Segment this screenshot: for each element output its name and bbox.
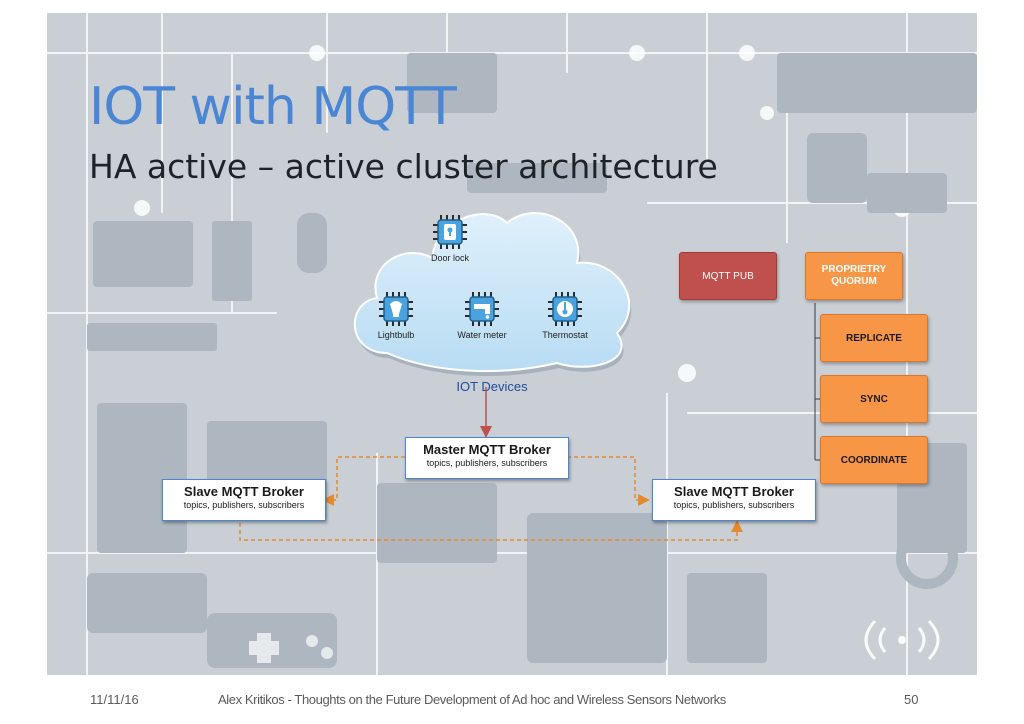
step-coordinate: COORDINATE <box>820 436 928 484</box>
broker-title: Master MQTT Broker <box>423 442 551 457</box>
slide: IOT with MQTT HA active – active cluster… <box>47 13 977 675</box>
link-master-slave-right <box>567 456 650 506</box>
step-sync: SYNC <box>820 375 928 423</box>
device-label: Thermostat <box>542 330 588 340</box>
lightbulb-icon <box>379 292 413 326</box>
iot-devices-label: IOT Devices <box>456 379 528 394</box>
device-lightbulb[interactable]: Lightbulb <box>361 290 431 340</box>
mqtt-pub-box: MQTT PUB <box>679 252 777 300</box>
footer-page-number: 50 <box>904 692 919 707</box>
device-water-meter[interactable]: Water meter <box>447 290 517 340</box>
slide-subtitle: HA active – active cluster architecture <box>89 147 718 186</box>
slide-title: IOT with MQTT <box>89 77 457 137</box>
device-label: Lightbulb <box>377 330 415 340</box>
device-door-lock[interactable]: Door lock <box>415 213 485 263</box>
footer-credit: Alex Kritikos - Thoughts on the Future D… <box>218 692 726 707</box>
link-slave-left-slave-right <box>239 520 743 541</box>
link-master-slave-left <box>322 456 405 506</box>
device-label: Water meter <box>457 330 507 340</box>
thermostat-icon <box>548 292 582 326</box>
water-meter-icon <box>465 292 499 326</box>
broker-subtitle: topics, publishers, subscribers <box>183 500 305 510</box>
device-label: Door lock <box>430 253 469 263</box>
door-lock-icon <box>433 215 467 249</box>
step-replicate: REPLICATE <box>820 314 928 362</box>
master-broker[interactable]: Master MQTT Broker topics, publishers, s… <box>405 437 569 479</box>
device-thermostat[interactable]: Thermostat <box>530 290 600 340</box>
slave-broker-left[interactable]: Slave MQTT Broker topics, publishers, su… <box>162 479 326 521</box>
quorum-box: PROPRIETRY QUORUM <box>805 252 903 300</box>
broker-title: Slave MQTT Broker <box>674 484 794 499</box>
connector-lines <box>239 303 820 541</box>
footer-date: 11/11/16 <box>90 692 139 707</box>
broker-subtitle: topics, publishers, subscribers <box>673 500 795 510</box>
broker-title: Slave MQTT Broker <box>184 484 304 499</box>
iot-cloud-shape <box>353 212 632 377</box>
broker-subtitle: topics, publishers, subscribers <box>426 458 548 468</box>
slave-broker-right[interactable]: Slave MQTT Broker topics, publishers, su… <box>652 479 816 521</box>
